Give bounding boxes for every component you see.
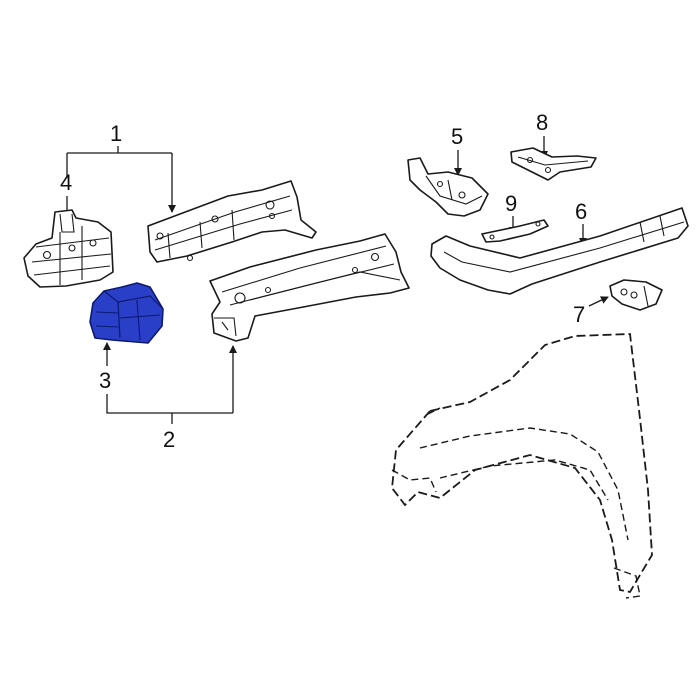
part-8-gusset[interactable] [510,147,597,181]
leader-lines [63,136,609,424]
callout-4[interactable]: 4 [60,170,72,195]
callout-6[interactable]: 6 [575,199,587,224]
part-1-apron-upper[interactable] [147,180,317,263]
part-3-bracket-highlighted[interactable] [89,282,164,344]
callout-8[interactable]: 8 [536,110,548,135]
part-7-bracket[interactable] [609,279,663,311]
callout-3[interactable]: 3 [99,368,111,393]
part-2-apron-rail[interactable] [209,233,410,342]
part-5-bracket[interactable] [407,157,489,217]
part-4-apron-lower[interactable] [23,209,114,288]
part-6-side-rail[interactable] [430,207,689,295]
callout-1[interactable]: 1 [110,121,122,146]
callout-7[interactable]: 7 [573,302,585,327]
callout-9[interactable]: 9 [505,191,517,216]
fender-outline [391,333,653,599]
part-9-plate[interactable] [481,219,549,243]
callout-5[interactable]: 5 [451,124,463,149]
callout-2[interactable]: 2 [163,427,175,452]
